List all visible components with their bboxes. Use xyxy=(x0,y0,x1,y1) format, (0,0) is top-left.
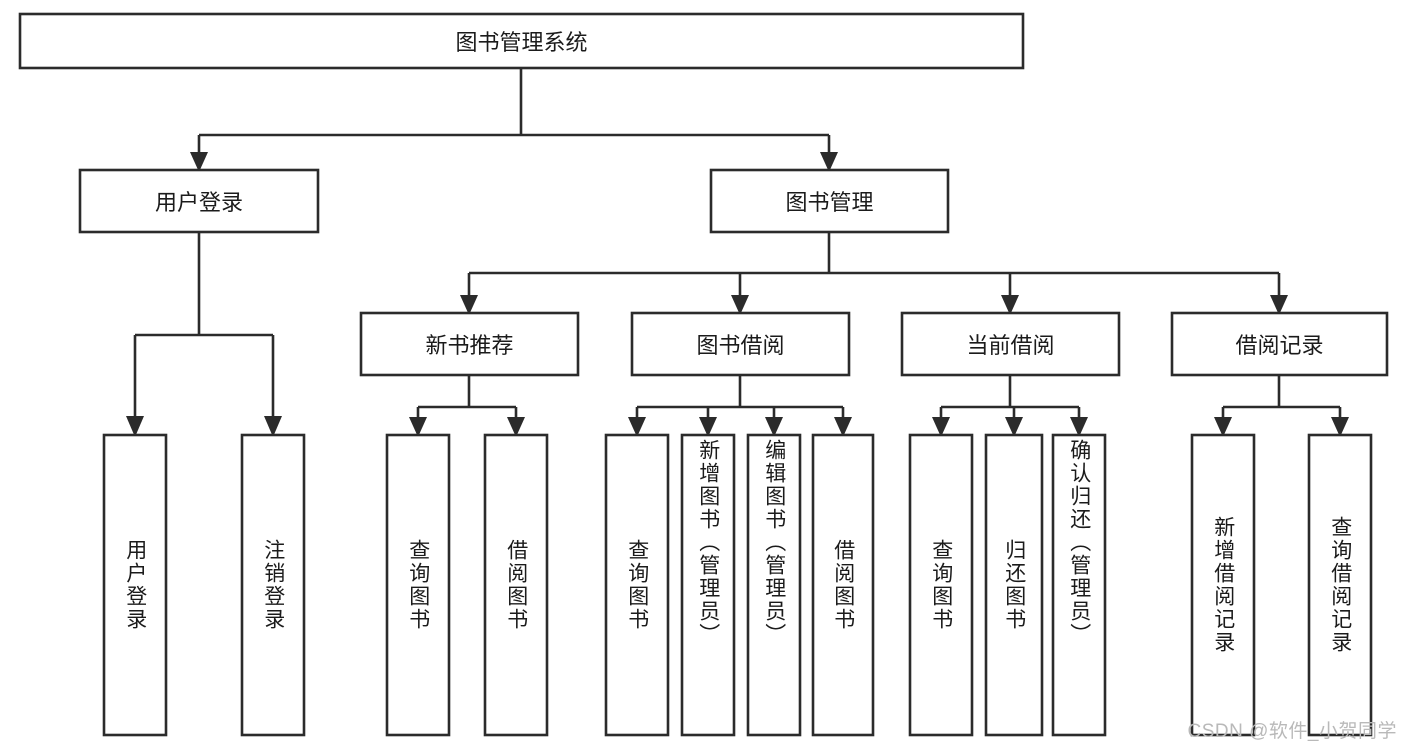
arrow-head-icon xyxy=(507,417,525,437)
node-leaf-query-book-current-box[interactable] xyxy=(908,433,974,737)
arrow-head-icon xyxy=(1270,295,1288,315)
node-current-borrow-box[interactable] xyxy=(900,311,1121,377)
arrow-head-icon xyxy=(126,416,144,437)
connector-group-borrow-record xyxy=(1214,375,1349,437)
connector-group-book-management xyxy=(460,232,1288,315)
arrow-head-icon xyxy=(190,152,208,172)
arrow-head-icon xyxy=(264,416,282,437)
arrow-head-icon xyxy=(1001,295,1019,315)
arrow-head-icon xyxy=(820,152,838,172)
arrow-head-icon xyxy=(1331,417,1349,437)
node-leaf-return-book-box[interactable] xyxy=(984,433,1044,737)
node-root-box[interactable] xyxy=(18,12,1025,70)
connector-group-new-book-recommend xyxy=(409,375,525,437)
csdn-watermark: CSDN @软件_小贺同学 xyxy=(1187,721,1397,742)
node-leaf-borrow-book-box[interactable] xyxy=(811,433,875,737)
node-borrow-record-box[interactable] xyxy=(1170,311,1389,377)
node-leaf-user-login-box[interactable] xyxy=(102,433,168,737)
node-book-borrow-box[interactable] xyxy=(630,311,851,377)
node-leaf-edit-book-box[interactable] xyxy=(746,433,802,737)
connector-group-user-login xyxy=(126,232,282,437)
arrow-head-icon xyxy=(628,417,646,437)
arrow-head-icon xyxy=(834,417,852,437)
arrow-head-icon xyxy=(1214,417,1232,437)
arrow-head-icon xyxy=(699,417,717,437)
arrow-head-icon xyxy=(1070,417,1088,437)
arrow-head-icon xyxy=(765,417,783,437)
node-new-book-recommend-box[interactable] xyxy=(359,311,580,377)
arrow-head-icon xyxy=(460,295,478,315)
connector-group-book-borrow xyxy=(628,375,852,437)
arrow-head-icon xyxy=(409,417,427,437)
node-leaf-query-book-borrow-box[interactable] xyxy=(604,433,670,737)
node-leaf-borrow-book-recommend-box[interactable] xyxy=(483,433,549,737)
node-leaf-confirm-return-box[interactable] xyxy=(1051,433,1107,737)
node-leaf-query-borrow-record-box[interactable] xyxy=(1307,433,1373,737)
connector-group-current-borrow xyxy=(932,375,1088,437)
connector-group-root xyxy=(190,68,838,172)
arrow-head-icon xyxy=(731,295,749,315)
node-leaf-logout-box[interactable] xyxy=(240,433,306,737)
node-leaf-query-book-recommend-box[interactable] xyxy=(385,433,451,737)
node-leaf-add-borrow-record-box[interactable] xyxy=(1190,433,1256,737)
node-book-management-box[interactable] xyxy=(709,168,950,234)
arrow-head-icon xyxy=(1005,417,1023,437)
node-leaf-add-book-box[interactable] xyxy=(680,433,736,737)
arrow-head-icon xyxy=(932,417,950,437)
node-user-login-box[interactable] xyxy=(78,168,320,234)
